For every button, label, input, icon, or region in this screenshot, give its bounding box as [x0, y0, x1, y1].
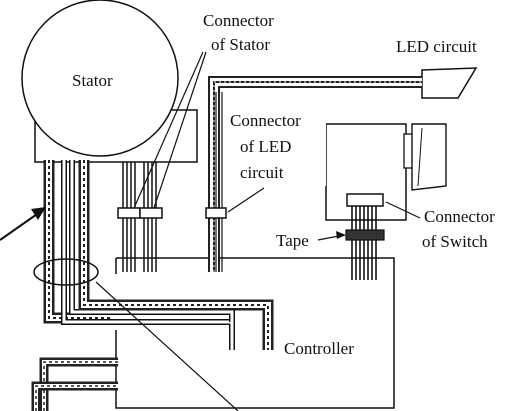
tape-wrap	[345, 229, 385, 241]
pointer-led-connector	[227, 187, 265, 213]
connector-of-led-label-line1: Connector	[230, 111, 301, 130]
controller-box: Controller	[115, 257, 395, 409]
led-circuit: LED circuit	[396, 37, 478, 99]
controller-label: Controller	[284, 339, 354, 358]
pointer-stator-connector-right	[153, 51, 207, 209]
pointer-wire-group	[95, 281, 239, 411]
switch-connector	[346, 193, 384, 207]
pointer-stator-connector-left	[133, 51, 204, 209]
connector-of-stator-label-line1: Connector	[203, 11, 274, 30]
text-labels: Connector of Stator Connector of LED cir…	[203, 11, 495, 251]
connector-of-led-label-line3: circuit	[240, 163, 284, 182]
stator-connector-right	[139, 207, 163, 219]
connector-of-stator-label-line2: of Stator	[211, 35, 270, 54]
bottom-left-wires	[31, 357, 118, 411]
led-circuit-shape	[421, 67, 478, 99]
stator-label: Stator	[72, 71, 113, 90]
stator-body	[21, 0, 179, 157]
switch-lever-shade	[417, 127, 423, 187]
pointer-tape-arrowhead	[336, 231, 346, 239]
switch-assembly	[325, 123, 447, 221]
pointer-switch-connector	[385, 201, 421, 219]
wire-group-highlight	[33, 258, 99, 286]
switch-lever	[411, 123, 447, 191]
connector-of-switch-label-line1: Connector	[424, 207, 495, 226]
connector-of-led-label-line2: of LED	[240, 137, 291, 156]
stator-wires	[43, 160, 274, 350]
connector-of-switch-label-line2: of Switch	[422, 232, 488, 251]
stator-connector-left	[117, 207, 141, 219]
pointer-lines	[95, 51, 421, 411]
switch-connector-bundle	[345, 193, 385, 280]
connector-of-led-label-bg	[228, 108, 326, 186]
led-connector	[205, 207, 227, 219]
tape-label: Tape	[276, 231, 309, 250]
stator-connector-bundles	[117, 162, 163, 272]
led-circuit-label: LED circuit	[396, 37, 477, 56]
left-arrow	[0, 207, 46, 241]
left-arrow-head	[31, 207, 46, 220]
stator: Stator	[21, 0, 198, 163]
controller-outline	[115, 257, 395, 409]
